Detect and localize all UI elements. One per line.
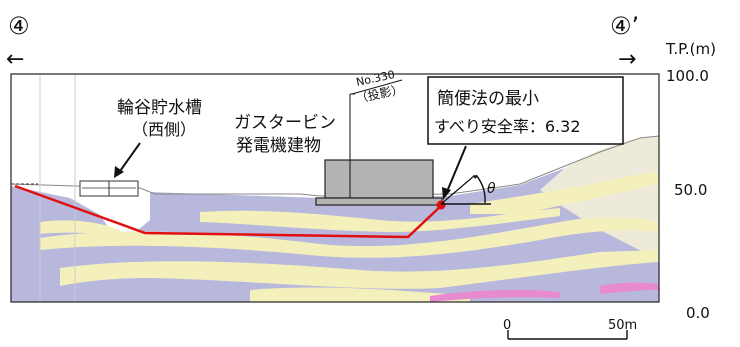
section-frame (10, 73, 660, 303)
theta-label: θ (487, 181, 496, 197)
scale-end-label: 50m (608, 318, 637, 333)
safety-factor-box (427, 76, 624, 145)
elevation-tick-100: 100.0 (666, 67, 709, 85)
scale-bar (507, 330, 628, 340)
projection-marker (349, 79, 403, 198)
sedimentary-layers (40, 172, 659, 302)
section-marker-left: ④ (8, 12, 30, 40)
building-label-line2: 発電機建物 (236, 136, 321, 156)
left-arrow-icon: ← (6, 47, 24, 72)
slip-surface-line (14, 184, 444, 239)
safety-factor-line1: 簡便法の最小 (437, 89, 539, 109)
elevation-tick-0: 0.0 (686, 304, 710, 322)
scale-start-label: 0 (503, 318, 511, 333)
right-arrow-icon: → (618, 47, 636, 72)
elevation-unit-label: T.P.(m) (665, 40, 716, 58)
elevation-tick-50: 50.0 (674, 181, 707, 199)
pink-layers (430, 282, 659, 302)
reservoir-tank (79, 180, 139, 197)
callout-pointer-arrow (445, 145, 467, 195)
tank-pointer-arrow (117, 142, 141, 175)
theta-angle-annotation (440, 174, 491, 205)
ground-surface-line (11, 135, 659, 197)
building-label-line1: ガスタービン (234, 113, 336, 133)
section-marker-right: ④’ (610, 12, 639, 40)
safety-factor-line2: すべり安全率：6.32 (434, 117, 581, 136)
tank-label-line2: （西側） (132, 120, 196, 139)
gas-turbine-building (315, 159, 443, 206)
tank-label-line1: 輪谷貯水槽 (117, 98, 202, 118)
